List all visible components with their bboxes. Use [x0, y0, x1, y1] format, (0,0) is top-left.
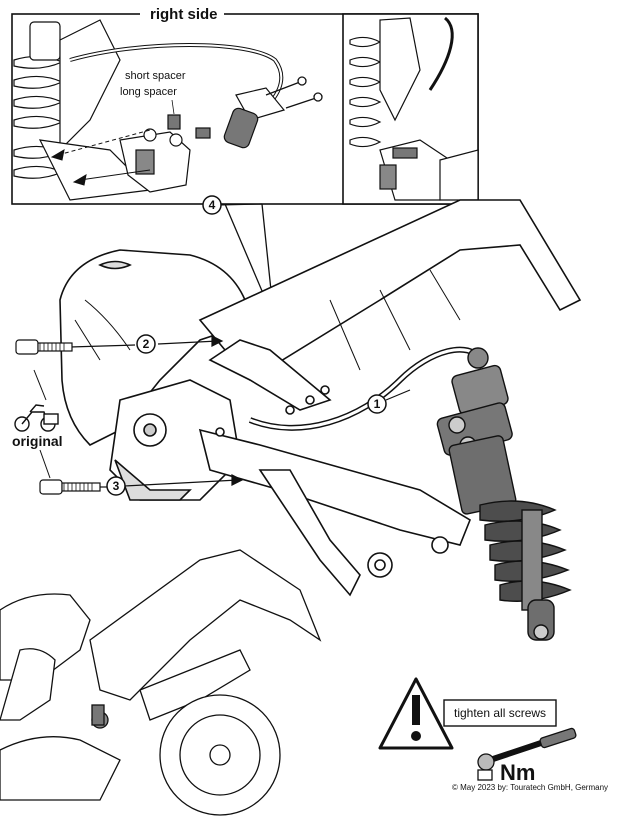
- copyright-text: © May 2023 by: Touratech GmbH, Germany: [452, 783, 608, 792]
- callout-3-label: 3: [113, 479, 120, 493]
- callout-3: 3: [106, 476, 126, 496]
- torque-unit-label: Nm: [500, 760, 535, 785]
- spacer-long: [195, 127, 211, 139]
- inset-bolts: [265, 76, 323, 109]
- callout-2: 2: [136, 334, 156, 354]
- inset-title: right side: [150, 6, 218, 23]
- tighten-screws-text: tighten all screws: [454, 706, 546, 720]
- callout-4: 4: [202, 195, 222, 215]
- callout-leaders: [69, 203, 411, 488]
- torque-wrench-icon: [477, 727, 577, 781]
- motorcycle-icon: [14, 404, 59, 432]
- tighten-note-box: tighten all screws: [443, 699, 557, 727]
- warning-sign: [378, 677, 454, 750]
- callout-4-label: 4: [209, 198, 216, 212]
- inset-bracket: [223, 87, 286, 149]
- bolt-2: [15, 339, 73, 355]
- callout-1-label: 1: [374, 397, 381, 411]
- inset-right-panel-sketch: [349, 16, 479, 201]
- spacer-short: [167, 114, 181, 130]
- inset-adjuster: [119, 128, 191, 193]
- bolt-3: [39, 479, 101, 495]
- inset-right-side: right side: [11, 5, 479, 205]
- long-spacer-label: long spacer: [120, 86, 177, 98]
- shock-absorber: [436, 347, 572, 641]
- original-label: original: [12, 433, 63, 449]
- inset-assembly-lines: [50, 129, 151, 186]
- callout-2-label: 2: [143, 337, 150, 351]
- callout-1: 1: [367, 394, 387, 414]
- overview-motorcycle: [0, 549, 322, 816]
- remote-adjuster-hose: [248, 346, 483, 431]
- short-spacer-label: short spacer: [125, 70, 186, 82]
